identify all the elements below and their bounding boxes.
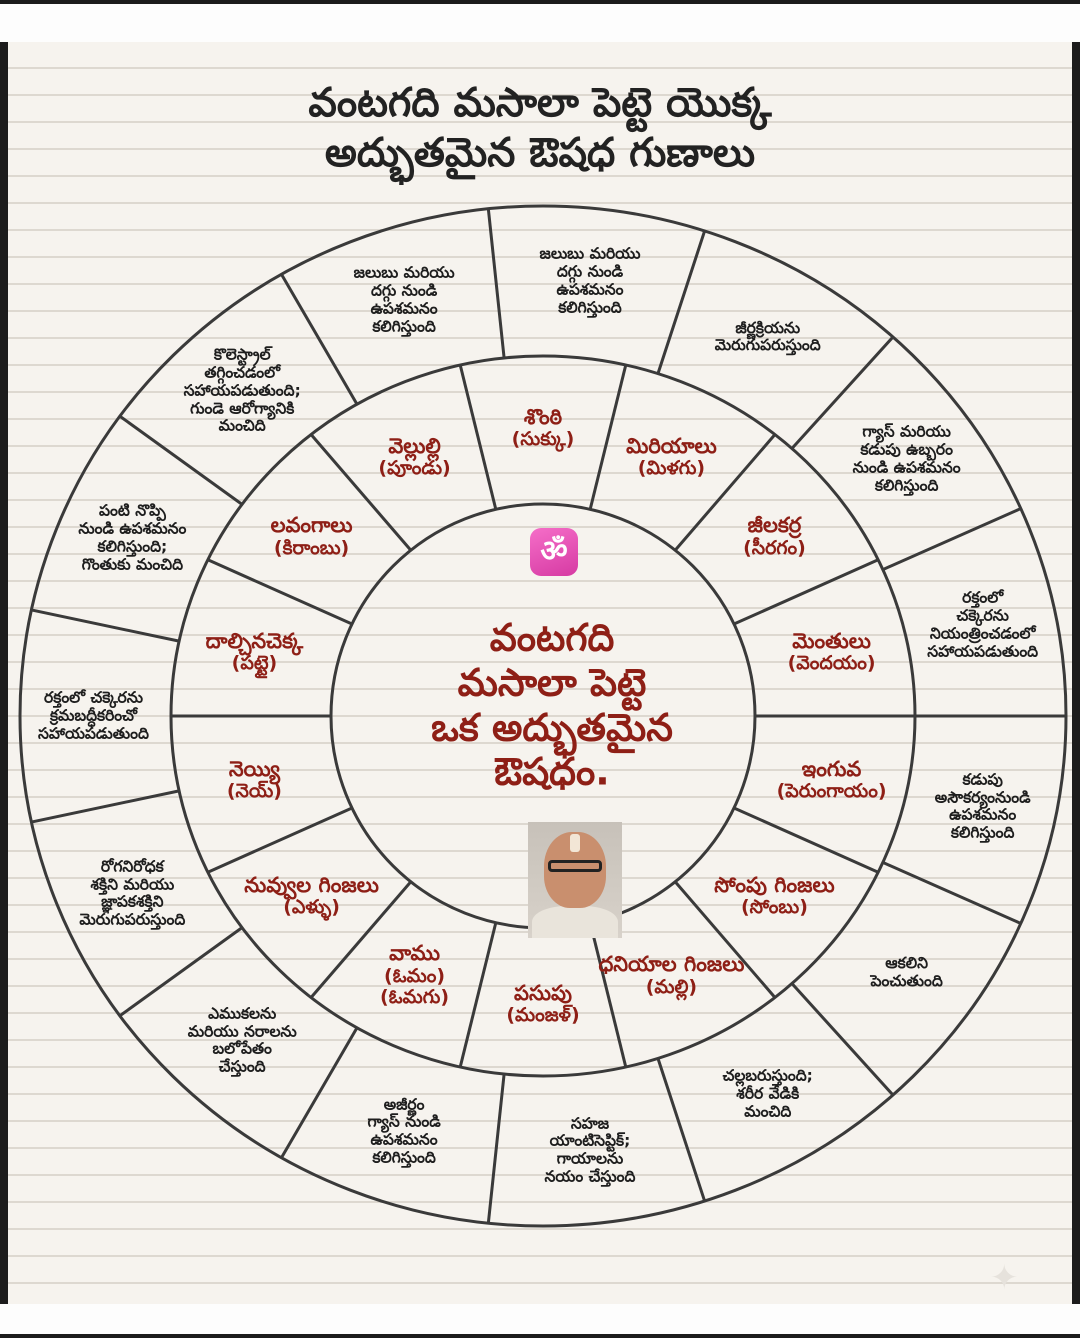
- spice-divider: [309, 880, 412, 999]
- om-icon: ॐ: [530, 528, 578, 576]
- benefit-divider: [119, 415, 243, 506]
- benefit-text: సహజ యాంటిసెప్టిక్; గాయాలను నయం చేస్తుంది: [544, 1113, 636, 1186]
- spice-alt-name: (మిళగు): [637, 456, 706, 479]
- spice-alt-name: (ఓమం) (ఓమగు): [380, 964, 450, 1009]
- benefit-text: రక్తంలో చక్కెరను నియంత్రించడంలో సహాయపడుత…: [927, 588, 1039, 660]
- spice-alt-name: (పెరుంగాయం): [776, 780, 887, 803]
- spice-divider: [207, 806, 353, 874]
- benefit-text: జీర్ణక్రియను మెరుగుపరుస్తుంది: [714, 318, 821, 355]
- spice-label: లవంగాలు(కిరాంబు): [271, 513, 353, 559]
- spice-label: నెయ్యి(నెయ్): [227, 757, 282, 803]
- spice-divider: [458, 922, 498, 1068]
- benefit-divider: [882, 861, 1022, 925]
- spice-alt-name: (పట్టై): [231, 652, 278, 675]
- benefit-text: రక్తంలో చక్కెరను క్రమబద్ధీకరించో సహాయపడు…: [38, 688, 149, 742]
- benefit-text: జలుబు మరియు దగ్గు నుండి ఉపశమనం కలిగిస్తు…: [539, 244, 641, 317]
- benefit-divider: [31, 789, 180, 824]
- spice-divider: [733, 806, 879, 874]
- spice-divider: [309, 433, 412, 552]
- benefit-divider: [119, 926, 243, 1017]
- benefit-divider: [280, 273, 359, 405]
- center-text: వంటగది మసాలా పెట్టె ఒక అద్భుతమైన ఔషధం.: [431, 615, 673, 794]
- spice-label: శొంఠి(సుక్కు): [512, 405, 575, 451]
- spice-alt-name: (మల్లి): [645, 975, 698, 998]
- spice-alt-name: (ఎళ్ళు): [283, 895, 340, 918]
- spice-alt-name: (నెయ్): [226, 780, 282, 803]
- spice-name: శొంఠి: [523, 405, 563, 430]
- spice-label: వెల్లుల్లి(పూండు): [378, 434, 450, 480]
- benefit-text: అజీర్ణం గ్యాస్ నుండి ఉపశమనం కలిగిస్తుంది: [367, 1094, 441, 1167]
- benefit-divider: [280, 1027, 359, 1159]
- spice-label: జీలకర్ర(సీరగం): [743, 513, 806, 559]
- spice-alt-name: (కిరాంబు): [273, 536, 350, 559]
- spice-name: ఇంగువ: [801, 757, 862, 782]
- benefit-divider: [656, 1057, 707, 1202]
- spice-label: ఇంగువ(పెరుంగాయం): [777, 757, 887, 803]
- spice-name: వెల్లుల్లి: [388, 433, 441, 458]
- benefit-divider: [790, 335, 895, 450]
- spice-label: వాము(ఓమం) (ఓమగు): [380, 942, 449, 1010]
- spice-divider: [588, 364, 628, 510]
- spice-name: మెంతులు: [792, 628, 871, 653]
- spice-label: సోంపు గింజలు(సోంబు): [714, 873, 834, 919]
- spice-label: పసుపు(మంజళ్): [506, 981, 579, 1027]
- spice-name: పసుపు: [514, 981, 572, 1006]
- spice-divider: [674, 433, 777, 552]
- benefit-divider: [486, 208, 506, 359]
- spice-name: ధనియాల గింజలు: [598, 952, 745, 977]
- benefit-divider: [790, 982, 895, 1097]
- benefit-text: రోగనిరోధక శక్తిని మరియు జ్ఞాపకశక్తిని మె…: [79, 857, 186, 929]
- spice-divider: [733, 558, 879, 626]
- spice-alt-name: (సోంబు): [740, 895, 808, 918]
- spice-divider: [207, 558, 353, 626]
- spice-name: లవంగాలు: [270, 513, 353, 538]
- benefit-divider: [882, 507, 1022, 571]
- benefit-divider: [31, 608, 180, 643]
- benefit-text: జలుబు మరియు దగ్గు నుండి ఉపశమనం కలిగిస్తు…: [353, 263, 455, 336]
- spice-divider: [458, 364, 498, 510]
- spice-label: మిరియాలు(మిళగు): [626, 434, 717, 480]
- page-title: వంటగది మసాలా పెట్టె యొక్క అద్భుతమైన ఔషధ …: [8, 78, 1072, 178]
- benefit-text: కడుపు అసౌకర్యంనుండి ఉపశమనం కలిగిస్తుంది: [934, 770, 1031, 842]
- spice-name: సోంపు గింజలు: [714, 872, 835, 897]
- benefit-divider: [486, 1073, 506, 1224]
- spice-name: జీలకర్ర: [747, 513, 802, 538]
- spice-alt-name: (సుక్కు): [511, 428, 575, 451]
- spice-divider: [674, 880, 777, 999]
- spice-name: నెయ్యి: [228, 757, 280, 782]
- spice-label: దాల్చినచెక్క(పట్టై): [206, 629, 304, 675]
- spice-name: మిరియాలు: [626, 433, 717, 458]
- spice-name: నువ్వుల గింజలు: [244, 872, 379, 897]
- spice-name: దాల్చినచెక్క: [205, 628, 304, 653]
- benefit-divider: [656, 230, 707, 375]
- spice-name: వాము: [389, 941, 440, 966]
- benefit-text: కొలెస్ట్రాల్ తగ్గించడంలో సహాయపడుతుంది; గ…: [183, 345, 301, 435]
- bottom-status-bar: [0, 1304, 1080, 1338]
- top-status-bar: [0, 0, 1080, 42]
- spice-alt-name: (మంజళ్): [506, 1004, 580, 1027]
- benefit-text: ఆకలిని పెంచుతుంది: [870, 954, 943, 990]
- portrait-photo: [528, 822, 622, 938]
- spice-alt-name: (పూండు): [378, 456, 451, 479]
- spice-label: మెంతులు(వెందయం): [788, 629, 876, 675]
- benefit-text: పంటి నొప్పి నుండి ఉపశమనం కలిగిస్తుంది; గ…: [78, 501, 187, 574]
- benefit-text: చల్లబరుస్తుంది; శరీర వేడికి మంచిది: [722, 1066, 813, 1121]
- title-line-1: వంటగది మసాలా పెట్టె యొక్క: [308, 80, 772, 126]
- spice-label: ధనియాల గింజలు(మల్లి): [598, 952, 744, 998]
- spice-alt-name: (సీరగం): [743, 536, 806, 559]
- title-line-2: అద్భుతమైన ఔషధ గుణాలు: [324, 130, 756, 176]
- benefit-text: ఎముకలను మరియు నరాలను బలోపేతం చేస్తుంది: [187, 1004, 297, 1076]
- sparkle-watermark-icon: ✦: [990, 1258, 1019, 1298]
- spice-divider: [588, 922, 628, 1068]
- spice-alt-name: (వెందయం): [787, 652, 876, 675]
- benefit-text: గ్యాస్ మరియు కడుపు ఉబ్బరం నుండి ఉపశమనం క…: [852, 422, 961, 494]
- spice-label: నువ్వుల గింజలు(ఎళ్ళు): [244, 873, 379, 919]
